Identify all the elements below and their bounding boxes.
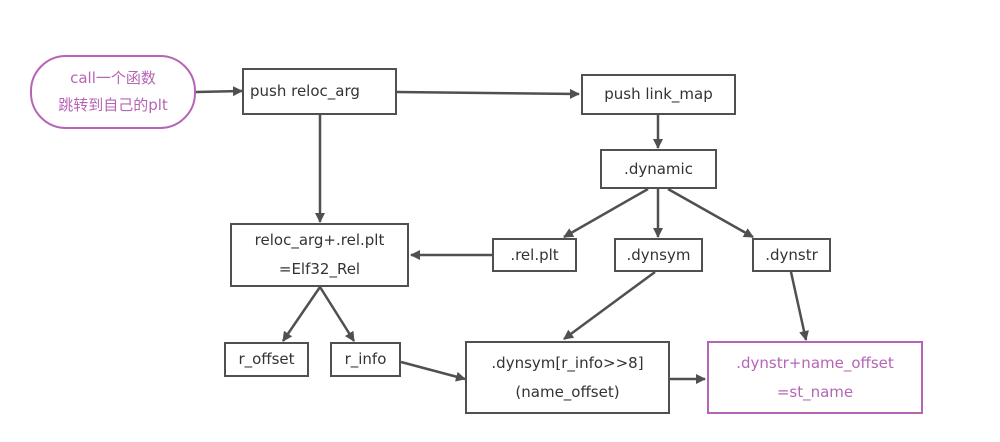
st-name-line-2: =st_name: [776, 382, 854, 401]
arrow-dynsym-to-dynsym-index: [563, 270, 656, 341]
start-line-2: 跳转到自己的plt: [58, 96, 168, 114]
reloc-calc-line-2: =Elf32_Rel: [278, 260, 361, 278]
st-name-line-1: .dynstr+name_offset: [736, 353, 894, 372]
start-node: call一个函数 跳转到自己的plt: [30, 55, 196, 129]
rel-plt-node: .rel.plt: [492, 238, 577, 272]
dynsym-index-line-1: .dynsym[r_info>>8]: [491, 353, 644, 372]
dynstr-label: .dynstr: [765, 245, 818, 264]
push-link-map-label: push link_map: [604, 85, 713, 103]
arrow-reloc-calc-to-r-info: [318, 286, 356, 342]
r-offset-node: r_offset: [224, 342, 309, 377]
arrow-dynamic-to-relplt: [563, 187, 649, 239]
dynstr-node: .dynstr: [752, 238, 831, 272]
dynamic-node: .dynamic: [600, 149, 717, 189]
start-line-1: call一个函数: [70, 69, 156, 87]
push-link-map-node: push link_map: [581, 74, 736, 115]
dynsym-index-line-2: (name_offset): [515, 382, 620, 401]
r-offset-label: r_offset: [238, 350, 295, 368]
dynamic-label: .dynamic: [624, 159, 693, 178]
reloc-calc-line-1: reloc_arg+.rel.plt: [254, 231, 385, 249]
arrow-push-reloc-to-push-linkmap: [396, 88, 580, 99]
arrow-dynamic-to-dynstr: [667, 187, 754, 239]
arrow-r-info-to-dynsym-index: [400, 360, 466, 382]
r-info-node: r_info: [330, 342, 401, 377]
dynsym-label: .dynsym: [626, 245, 691, 264]
r-info-label: r_info: [344, 350, 387, 368]
push-reloc-arg-node: push reloc_arg: [242, 68, 397, 115]
arrow-dynstr-to-st-name: [789, 271, 809, 341]
reloc-calc-node: reloc_arg+.rel.plt =Elf32_Rel: [230, 223, 409, 287]
st-name-node: .dynstr+name_offset =st_name: [707, 341, 923, 414]
arrow-start-to-push-reloc: [195, 86, 243, 97]
rel-plt-label: .rel.plt: [510, 245, 559, 264]
dynsym-node: .dynsym: [614, 238, 703, 272]
dynsym-index-node: .dynsym[r_info>>8] (name_offset): [465, 341, 670, 414]
push-reloc-arg-label: push reloc_arg: [250, 82, 360, 100]
arrow-reloc-calc-to-r-offset: [281, 286, 322, 342]
